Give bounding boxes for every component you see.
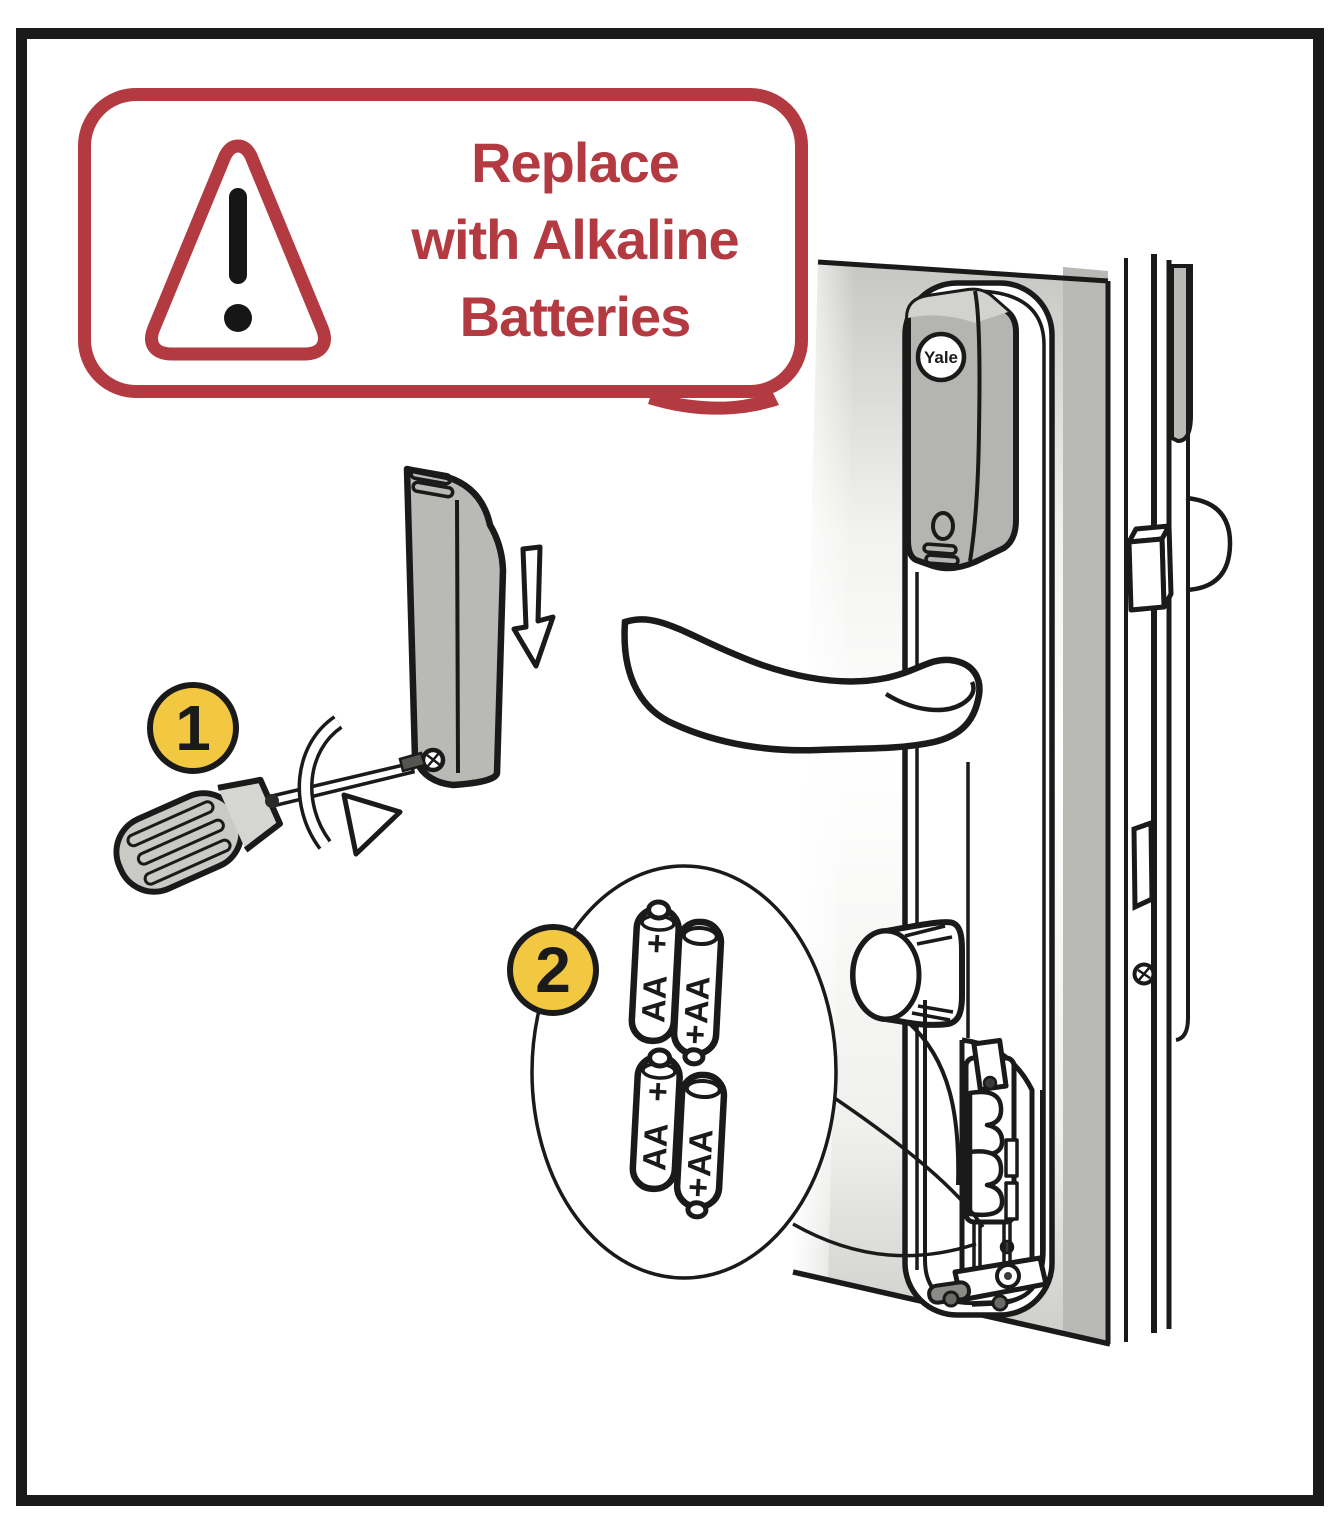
warning-line-2: with Alkaline xyxy=(411,208,739,271)
battery-aa-label: AA xyxy=(634,974,673,1024)
module-button xyxy=(931,511,955,541)
slide-down-arrow-icon xyxy=(511,544,556,669)
warning-message: Replace with Alkaline Batteries xyxy=(352,124,798,355)
exterior-knob-bump xyxy=(1185,495,1233,593)
battery-aa-1: + AA xyxy=(628,899,682,1045)
cover-grip-ridges xyxy=(409,467,455,499)
lock-module: Yale xyxy=(905,287,1019,572)
battery-compartment xyxy=(906,1000,1049,1312)
warning-bubble-tail xyxy=(648,391,779,415)
warning-triangle-icon xyxy=(145,139,331,361)
module-grip-ridges xyxy=(922,542,960,567)
warning-line-3: Batteries xyxy=(459,285,692,348)
battery-aa-label: AA xyxy=(680,1128,719,1178)
page-border-frame xyxy=(16,28,1324,1506)
screwdriver xyxy=(113,751,427,895)
battery-plus-label: + xyxy=(647,1072,669,1111)
door-edge-shading xyxy=(1063,267,1108,1344)
magnifier-circle xyxy=(530,864,838,1280)
rotate-arrow-icon xyxy=(297,715,403,857)
step-2-number: 2 xyxy=(535,934,571,1006)
warning-line-1: Replace xyxy=(471,131,680,194)
thumbturn-knob xyxy=(850,919,965,1028)
battery-aa-label: AA xyxy=(677,975,716,1025)
door-jamb xyxy=(1124,254,1233,1342)
battery-aa-3: + AA xyxy=(629,1047,683,1193)
battery-plus-label: + xyxy=(646,924,668,963)
step-1-number: 1 xyxy=(175,692,211,764)
yale-logo xyxy=(915,331,967,383)
battery-aa-label: AA xyxy=(635,1122,674,1172)
cover-screw xyxy=(420,747,446,773)
door-handle-lever xyxy=(621,616,983,754)
battery-aa-2: AA + xyxy=(670,918,725,1067)
step-1-badge: 1 xyxy=(147,682,239,774)
battery-cover xyxy=(403,465,507,789)
battery-callout: + AA AA + + AA AA + xyxy=(530,864,985,1280)
lock-assembly: Yale xyxy=(621,280,1055,1318)
screwdriver-tip xyxy=(398,751,427,773)
latch-bolt xyxy=(1126,523,1174,613)
step-2-badge: 2 xyxy=(507,924,599,1016)
battery-plus-label: + xyxy=(687,1168,709,1207)
battery-plus-label: + xyxy=(684,1015,706,1054)
jamb-screw xyxy=(1132,962,1156,986)
strike-keep xyxy=(1131,819,1155,911)
yale-logo-text: Yale xyxy=(924,348,958,367)
battery-aa-4: AA + xyxy=(673,1071,728,1220)
